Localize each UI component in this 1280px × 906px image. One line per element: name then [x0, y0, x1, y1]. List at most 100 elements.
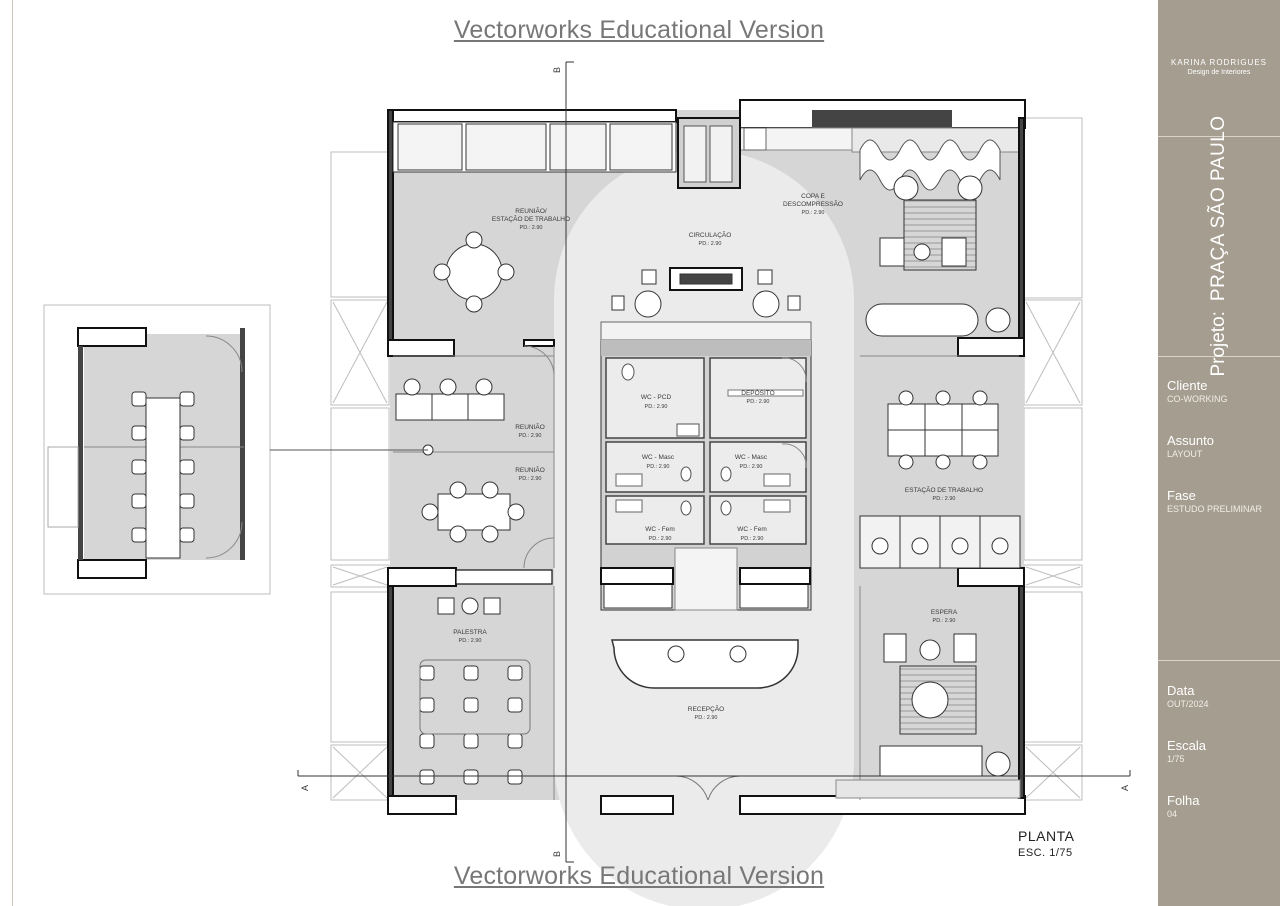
room-name: WC - PCD: [641, 394, 672, 401]
field-label: Assunto: [1167, 433, 1214, 448]
section-line-b: [565, 61, 574, 863]
copa-counter: [677, 99, 1026, 191]
room-ceiling-height: PD.: 2.90: [741, 536, 764, 542]
lecture-chair: [507, 665, 523, 681]
room-name: ESTAÇÃO DE TRABALHO: [905, 485, 983, 494]
room-ceiling-height: PD.: 2.90: [699, 241, 722, 247]
room-name: REUNIÃO: [515, 465, 545, 474]
room-ceiling-height: PD.: 2.90: [933, 496, 956, 502]
field-folha: Folha 04: [1167, 793, 1200, 819]
floor-plan: B B A A REUNIÃO/ ESTAÇÃO DE TRABALHO PD.…: [43, 61, 1131, 906]
room-labels: REUNIÃO/ ESTAÇÃO DE TRABALHO PD.: 2.90 C…: [453, 193, 983, 721]
room-name: CIRCULAÇÃO: [689, 230, 732, 239]
room-name: REUNIÃO/: [515, 206, 547, 215]
lecture-chair: [419, 733, 435, 749]
field-escala: Escala 1/75: [1167, 738, 1206, 764]
title-block-divider: [1158, 356, 1280, 357]
waiting-area-furniture: [835, 633, 1021, 799]
detail-enlargement: [43, 304, 428, 595]
room-ceiling-height: PD.: 2.90: [740, 464, 763, 470]
detail-chair: [179, 391, 195, 407]
section-mark-b-top: B: [552, 67, 562, 73]
title-block-divider: [1158, 660, 1280, 661]
field-label: Fase: [1167, 488, 1196, 503]
drawing-title: PLANTA: [1018, 828, 1075, 844]
lecture-stage: [419, 597, 531, 735]
lecture-chair: [463, 769, 479, 785]
meeting-room-furniture: [395, 378, 525, 543]
lecture-chair: [419, 769, 435, 785]
room-ceiling-height: PD.: 2.90: [695, 715, 718, 721]
room-name: WC - Fem: [645, 526, 675, 533]
room-ceiling-height: PD.: 2.90: [519, 433, 542, 439]
room-name: ESPERA: [931, 609, 958, 616]
room-name: WC - Fem: [737, 526, 767, 533]
room-name: PALESTRA: [453, 629, 487, 636]
lecture-chair: [419, 665, 435, 681]
lecture-chair: [507, 733, 523, 749]
section-mark-b-bottom: B: [552, 851, 562, 857]
room-name: WC - Masc: [735, 454, 768, 461]
field-value: LAYOUT: [1167, 449, 1203, 459]
room-ceiling-height: PD.: 2.90: [649, 536, 672, 542]
walls: [387, 109, 1026, 815]
detail-chair: [131, 391, 147, 407]
field-value: ESTUDO PRELIMINAR: [1167, 504, 1263, 514]
section-mark-a-right: A: [1120, 785, 1130, 791]
room-name: RECEPÇÃO: [688, 704, 724, 713]
lecture-chair: [463, 697, 479, 713]
detail-chair: [131, 493, 147, 509]
lecture-chair: [419, 697, 435, 713]
room-ceiling-height: PD.: 2.90: [933, 618, 956, 624]
drawing-scale: ESC. 1/75: [1018, 847, 1073, 859]
sheet-border-line: [12, 0, 13, 906]
field-label: Data: [1167, 683, 1195, 698]
title-block: KARINA RODRIGUES Design de Interiores Cl…: [1158, 0, 1280, 906]
storage-cabinets: [392, 121, 677, 173]
project-panel: Projeto:PRAÇA SÃO PAULO: [1158, 115, 1280, 376]
room-name-line2: DESCOMPRESSÃO: [783, 199, 843, 208]
central-core: [600, 321, 812, 611]
lounge-furniture: [865, 175, 1011, 337]
room-name: COPA E: [801, 193, 825, 200]
room-ceiling-height: PD.: 2.90: [459, 638, 482, 644]
brand-name: KARINA RODRIGUES: [1170, 58, 1267, 67]
lecture-chair: [507, 769, 523, 785]
project-label: Projeto:: [1208, 311, 1229, 377]
room-ceiling-height: PD.: 2.90: [519, 476, 542, 482]
field-label: Escala: [1167, 738, 1207, 753]
lecture-chairs: [419, 665, 523, 785]
round-meeting-table: [433, 231, 515, 313]
title-block-divider: [1158, 136, 1280, 137]
section-line-a: [297, 770, 1131, 777]
room-ceiling-height: PD.: 2.90: [802, 210, 825, 216]
project-title: Projeto:PRAÇA SÃO PAULO: [1208, 115, 1230, 376]
brand-subtitle: Design de Interiores: [1187, 69, 1251, 76]
section-mark-a-left: A: [300, 785, 310, 791]
watermark-bottom: Vectorworks Educational Version: [453, 862, 825, 890]
detail-chair: [179, 527, 195, 543]
field-value: 04: [1167, 809, 1178, 819]
field-value: OUT/2024: [1167, 699, 1209, 709]
field-fase: Fase ESTUDO PRELIMINAR: [1167, 488, 1262, 514]
field-cliente: Cliente CO-WORKING: [1167, 378, 1228, 404]
reception-desk: [611, 639, 799, 801]
field-label: Cliente: [1167, 378, 1208, 393]
room-name: REUNIÃO: [515, 422, 545, 431]
detail-chair: [131, 527, 147, 543]
watermark-top: Vectorworks Educational Version: [453, 16, 825, 44]
detail-chair: [131, 459, 147, 475]
field-value: CO-WORKING: [1167, 394, 1228, 404]
lecture-chair: [463, 733, 479, 749]
room-name: WC - Masc: [642, 454, 675, 461]
lecture-chair: [463, 665, 479, 681]
room-name: DEPÓSITO: [741, 388, 774, 397]
detail-chair: [179, 459, 195, 475]
workstation-desks: [859, 390, 1021, 569]
field-label: Folha: [1167, 793, 1200, 808]
field-assunto: Assunto LAYOUT: [1167, 433, 1214, 459]
field-value: 1/75: [1167, 754, 1185, 764]
room-ceiling-height: PD.: 2.90: [645, 404, 668, 410]
core-stools: [611, 267, 801, 318]
